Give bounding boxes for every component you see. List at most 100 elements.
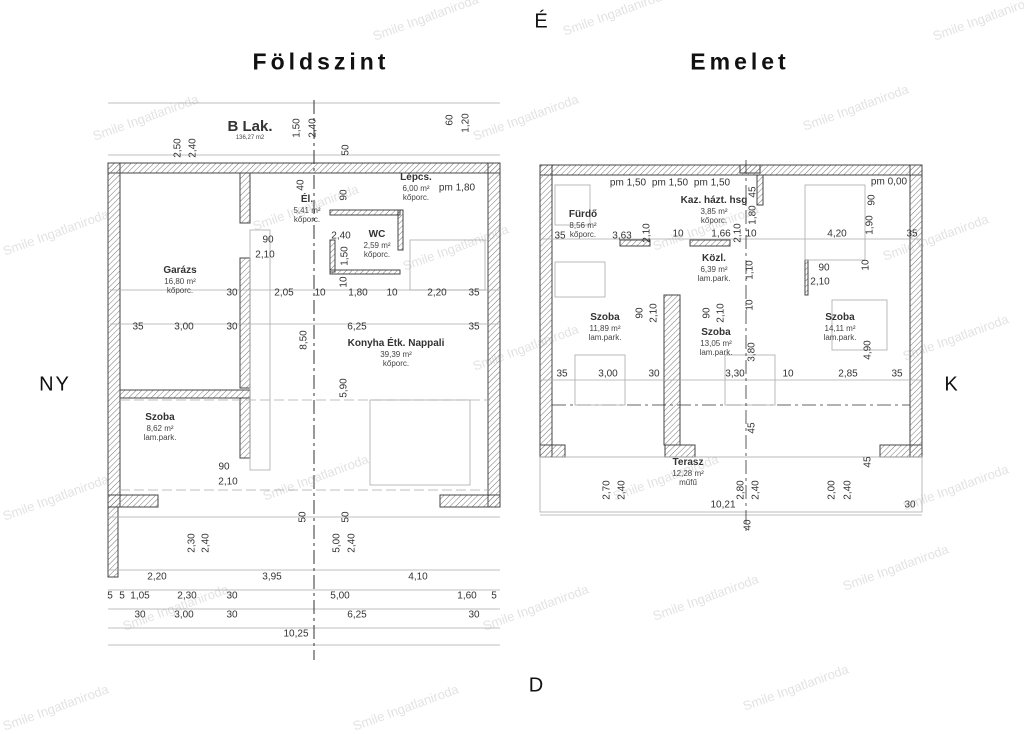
dimension-label: 2,40 — [307, 118, 319, 138]
room-name: Lépcs. — [400, 172, 432, 184]
room-floor: lam.park. — [823, 332, 857, 342]
room-name: Szoba — [590, 312, 620, 324]
dimension-label: 45 — [747, 186, 759, 198]
dimension-label: 2,40 — [616, 480, 628, 500]
dimension-label: 4,90 — [862, 340, 874, 360]
dimension-label: 1,60 — [457, 590, 477, 602]
dimension-label: 2,10 — [732, 223, 744, 243]
dimension-label: 30 — [226, 287, 238, 299]
dimension-label: 10,25 — [283, 628, 309, 640]
dimension-label: 1,50 — [291, 118, 303, 138]
dimension-label: 10,21 — [710, 499, 736, 511]
dimension-label: 35 — [554, 230, 566, 242]
room-name: Fürdő — [568, 209, 598, 221]
dimension-label: 30 — [134, 609, 146, 621]
upper-floor-lines — [539, 160, 923, 535]
level-label: pm 1,50 — [651, 177, 689, 189]
room-name: Garázs — [163, 265, 197, 277]
room-name: Közl. — [702, 253, 726, 265]
room-name: Szoba — [701, 327, 731, 339]
dimension-label: 30 — [904, 499, 916, 511]
dimension-label: 5,00 — [330, 590, 350, 602]
room-area: 39,39 m² — [380, 349, 412, 359]
room-floor: lam.park. — [699, 347, 733, 357]
dimension-label: 1,80 — [747, 205, 759, 225]
dimension-label: 4,10 — [408, 571, 428, 583]
dimension-label: 10 — [672, 228, 684, 240]
upper-floor-title: Emelet — [690, 48, 790, 75]
dimension-label: 50 — [297, 511, 309, 523]
ground-floor-title: Földszint — [252, 48, 390, 75]
dimension-label: 2,20 — [147, 571, 167, 583]
dimension-label: 5 — [107, 590, 113, 602]
dimension-label: 10 — [782, 368, 794, 380]
level-label: pm 0,00 — [870, 176, 908, 188]
dimension-label: 2,70 — [601, 480, 613, 500]
dimension-label: 35 — [891, 368, 903, 380]
dimension-label: 3,00 — [174, 609, 194, 621]
dimension-label: 10 — [745, 228, 757, 240]
dimension-label: 2,05 — [274, 287, 294, 299]
dimension-label: 2,10 — [641, 223, 653, 243]
room-area: 11,89 m² — [589, 323, 621, 333]
compass-east: K — [944, 373, 960, 396]
dimension-label: 60 — [444, 114, 456, 126]
dimension-label: 2,00 — [826, 480, 838, 500]
dimension-label: 90 — [338, 189, 350, 201]
dimension-label: 2,20 — [427, 287, 447, 299]
dimension-label: 1,20 — [460, 113, 472, 133]
dimension-label: 3,30 — [725, 368, 745, 380]
dimension-label: 10 — [338, 276, 350, 288]
level-label: pm 1,50 — [693, 177, 731, 189]
dimension-label: 1,05 — [130, 590, 150, 602]
dimension-label: 10 — [860, 259, 872, 271]
dimension-label: 35 — [906, 228, 918, 240]
dimension-label: 50 — [340, 144, 352, 156]
dimension-label: 90 — [262, 234, 274, 246]
dimension-label: 10 — [386, 287, 398, 299]
room-name: Kaz. házt. hsg — [680, 195, 748, 207]
dimension-label: 6,25 — [347, 321, 367, 333]
dimension-label: 35 — [468, 321, 480, 333]
dimension-label: 30 — [648, 368, 660, 380]
dimension-label: 1,50 — [339, 246, 351, 266]
upper-floor-plan — [539, 164, 923, 458]
ground-floor-plan — [107, 162, 501, 578]
room-floor: kőporc. — [700, 215, 728, 225]
dimension-label: 2,40 — [346, 533, 358, 553]
dimension-label: 2,10 — [715, 303, 727, 323]
dimension-label: 2,50 — [172, 138, 184, 158]
dimension-label: 50 — [340, 511, 352, 523]
room-floor: kőporc. — [363, 249, 391, 259]
room-floor: kőporc. — [402, 192, 430, 202]
dimension-label: 35 — [132, 321, 144, 333]
ground-floor-lines — [108, 100, 500, 660]
room-floor: kőporc. — [166, 285, 194, 295]
room-area: 13,05 m² — [700, 338, 732, 348]
dimension-label: 90 — [866, 194, 878, 206]
dimension-label: 90 — [701, 307, 713, 319]
room-floor: lam.park. — [697, 273, 731, 283]
dimension-label: 45 — [862, 456, 874, 468]
dimension-label: 5,90 — [338, 378, 350, 398]
dimension-label: 10 — [744, 299, 756, 311]
unit-label: B Lak. 136,27 m2 — [227, 118, 272, 142]
level-label: pm 1,50 — [609, 177, 647, 189]
dimension-label: 2,30 — [186, 533, 198, 553]
dimension-label: 2,40 — [200, 533, 212, 553]
dimension-label: 1,10 — [744, 260, 756, 280]
dimension-label: 35 — [468, 287, 480, 299]
dimension-label: 4,20 — [827, 228, 847, 240]
room-floor: lam.park. — [588, 332, 622, 342]
